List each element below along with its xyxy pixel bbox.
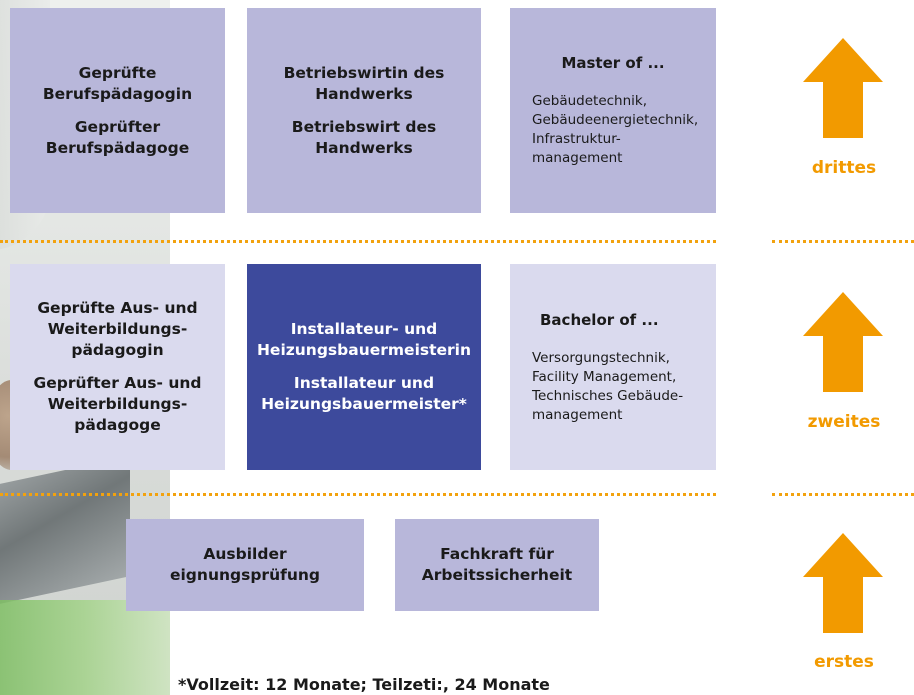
box-line: Betriebswirtin des Handwerks [283, 63, 445, 103]
arrow-up-icon [803, 38, 883, 138]
box-line: Geprüfte Aus- und Weiterbildungs-pädagog… [37, 299, 198, 359]
box-betriebswirt: Betriebswirtin des Handwerks Betriebswir… [247, 8, 481, 213]
box-desc-line: management [532, 406, 623, 423]
level-separator [0, 493, 716, 496]
box-line: Installateur und Heizungsbauermeister* [261, 374, 467, 413]
level-label-third: drittes [811, 158, 877, 178]
box-line: Fachkraft für Arbeitssicherheit [421, 545, 573, 584]
footnote: *Vollzeit: 12 Monate; Teilzeti:, 24 Mona… [178, 675, 550, 694]
box-desc-line: Technisches Gebäude- [532, 387, 684, 404]
box-desc-line: Gebäudeenergietechnik, [532, 112, 699, 128]
box-master: Master of ... Gebäudetechnik, Gebäudeene… [510, 8, 716, 213]
box-line: Installateur- und Heizungsbauermeisterin [256, 320, 472, 359]
box-heading: Master of ... [561, 54, 665, 72]
level-separator [772, 493, 914, 496]
box-aus-weiterbildungspaedagoge: Geprüfte Aus- und Weiterbildungs-pädagog… [10, 264, 225, 470]
box-line: Geprüfter Berufspädagoge [45, 117, 190, 157]
box-heading: Bachelor of ... [540, 310, 659, 329]
box-bachelor: Bachelor of ... Versorgungstechnik, Faci… [510, 264, 716, 470]
arrow-up-icon [803, 292, 883, 392]
box-desc-line: management [532, 150, 623, 166]
box-line: Geprüfter Aus- und Weiterbildungs-pädago… [33, 374, 202, 434]
arrow-up-icon [803, 533, 883, 633]
level-label-second: zweites [807, 412, 881, 432]
box-line: Ausbilder eignungsprüfung [169, 545, 321, 584]
level-separator [0, 240, 716, 243]
box-desc-line: Gebäudetechnik, [532, 93, 648, 109]
box-meister: Installateur- und Heizungsbauermeisterin… [247, 264, 481, 470]
box-ausbildereignung: Ausbilder eignungsprüfung [126, 519, 364, 611]
box-line: Geprüfte Berufspädagogin [42, 63, 193, 103]
box-desc-line: Facility Management, [532, 368, 677, 385]
box-line: Betriebswirt des Handwerks [291, 117, 437, 157]
box-berufspaedagoge: Geprüfte Berufspädagogin Geprüfter Beruf… [10, 8, 225, 213]
box-desc-line: Infrastruktur- [532, 131, 621, 147]
level-separator [772, 240, 914, 243]
level-label-first: erstes [814, 652, 874, 672]
box-fachkraft-arbeitssicherheit: Fachkraft für Arbeitssicherheit [395, 519, 599, 611]
box-desc-line: Versorgungstechnik, [532, 349, 670, 366]
